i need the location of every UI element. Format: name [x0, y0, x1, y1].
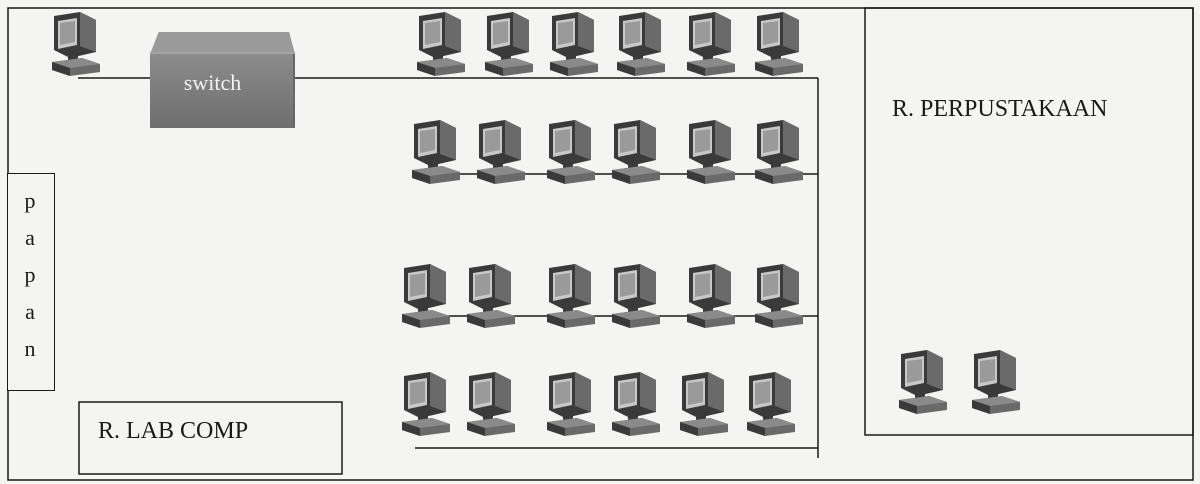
computer-icon: [402, 372, 450, 436]
board-letter: n: [7, 336, 53, 362]
computer-icon: [972, 350, 1020, 414]
computer-icon: [755, 12, 803, 76]
board-letter: p: [7, 188, 53, 214]
computer-icon: [899, 350, 947, 414]
computer-icon: [687, 12, 735, 76]
library-label: R. PERPUSTAKAAN: [892, 96, 1107, 123]
computer-icon: [680, 372, 728, 436]
computer-icon: [402, 264, 450, 328]
computer-icon: [477, 120, 525, 184]
board-letter: a: [7, 225, 53, 251]
computer-icon: [417, 12, 465, 76]
board-letter: p: [7, 262, 53, 288]
computer-icon: [612, 372, 660, 436]
computer-icon: [755, 264, 803, 328]
computer-icon: [547, 264, 595, 328]
computer-icon: [547, 372, 595, 436]
computer-icon: [747, 372, 795, 436]
computer-icon: [612, 264, 660, 328]
computer-icon: [485, 12, 533, 76]
computer-icon: [612, 120, 660, 184]
computer-icon: [52, 12, 100, 76]
computer-icon: [550, 12, 598, 76]
switch-label: switch: [150, 70, 275, 96]
switch-top: [150, 32, 295, 54]
computer-icon: [467, 372, 515, 436]
computer-icon: [755, 120, 803, 184]
computer-icon: [617, 12, 665, 76]
board-letter: a: [7, 299, 53, 325]
computer-icon: [412, 120, 460, 184]
computer-icon: [687, 264, 735, 328]
lab-label: R. LAB COMP: [98, 418, 248, 445]
computer-icon: [687, 120, 735, 184]
computer-icon: [467, 264, 515, 328]
computer-icon: [547, 120, 595, 184]
